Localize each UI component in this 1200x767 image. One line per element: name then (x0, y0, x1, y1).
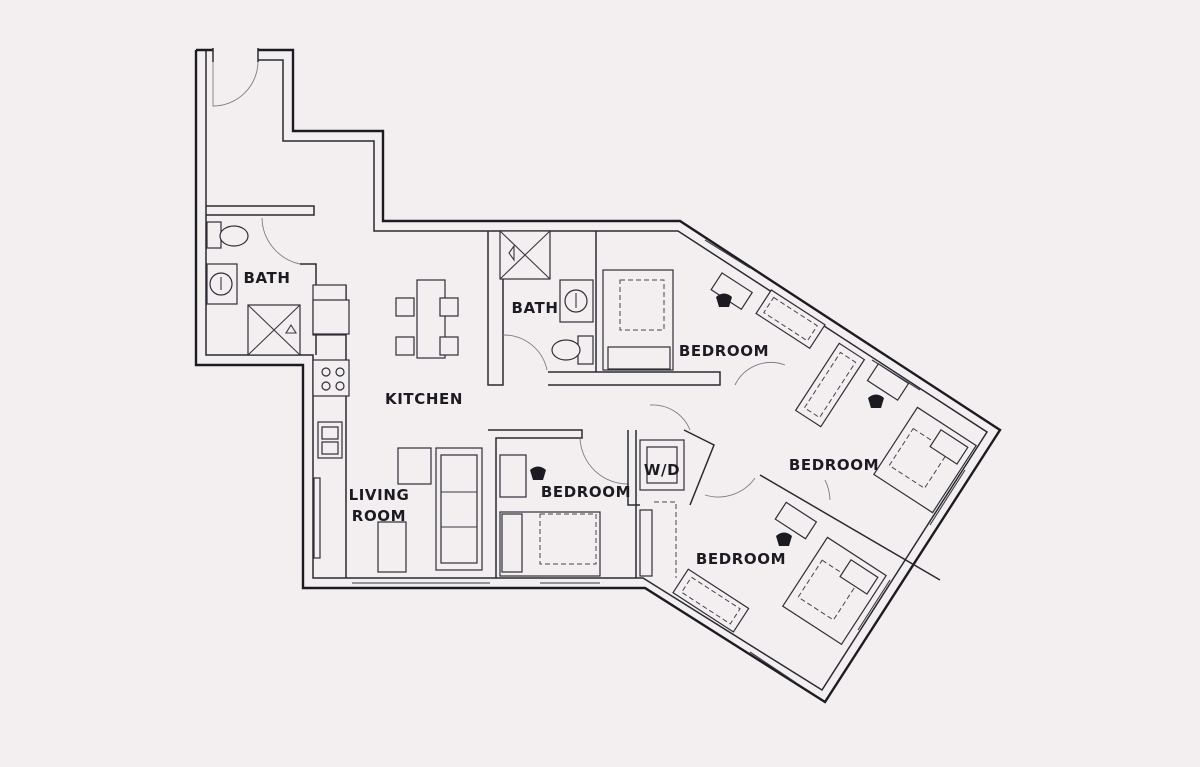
kitchen-label: KITCHEN (385, 390, 463, 408)
entry-door-swing (212, 61, 259, 107)
bedroom-4-furniture (672, 474, 941, 646)
laundry-label: W/D (644, 461, 680, 479)
room-labels: BATH BATH KITCHEN LIVING ROOM BEDROOM BE… (243, 269, 879, 568)
bath-b-label: BATH (511, 299, 558, 317)
laundry-closet (627, 404, 715, 578)
bedroom-3-label: BEDROOM (541, 483, 631, 501)
bedroom-2-furniture (794, 342, 977, 514)
bedroom-3-furniture (488, 429, 637, 578)
bath-a-label: BATH (243, 269, 290, 287)
living-room-label-line2: ROOM (352, 507, 406, 525)
bedroom-2-label: BEDROOM (789, 456, 879, 474)
living-room (377, 447, 483, 573)
bedroom-4-label: BEDROOM (696, 550, 786, 568)
bedroom-1-furniture (602, 269, 826, 386)
kitchen (312, 279, 459, 578)
bedroom-1-label: BEDROOM (679, 342, 769, 360)
exterior-walls (194, 48, 1002, 704)
living-room-label-line1: LIVING (349, 486, 410, 504)
bath-b (487, 230, 721, 386)
